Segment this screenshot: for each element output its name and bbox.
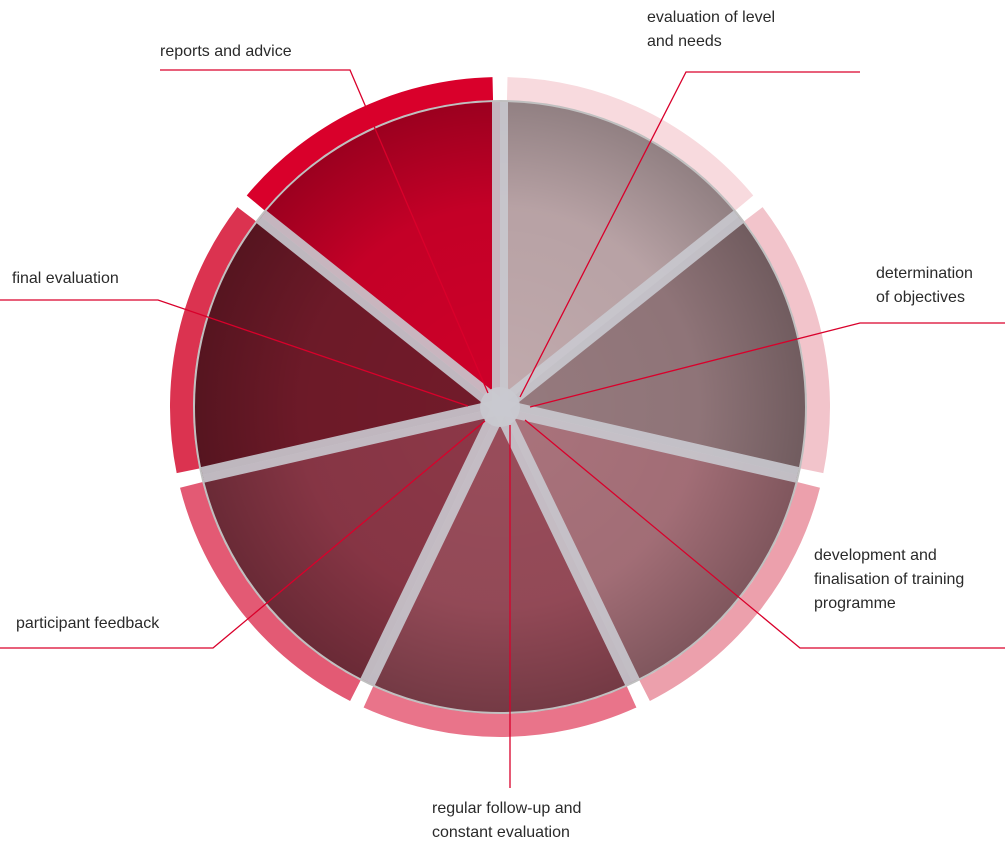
leader-line-final [0, 299, 469, 407]
spoke-final [200, 399, 502, 483]
leader-line-feedback [0, 420, 486, 649]
spoke-reports [256, 210, 505, 414]
leader-line-objectives [529, 322, 1005, 408]
spoke-objectives [495, 210, 744, 414]
ring-segment-reports [246, 77, 494, 211]
ring-segment-feedback [180, 482, 361, 701]
label-determination-of-objectives: determination of objectives [876, 265, 973, 306]
ring-segment-evaluation [506, 77, 754, 211]
label-participant-feedback: participant feedback [16, 615, 160, 632]
label-reports-and-advice: reports and advice [160, 43, 292, 60]
spoke-feedback [360, 403, 508, 686]
ring-segment-final [169, 207, 256, 474]
spoke-follow-up [492, 403, 640, 686]
spoke-development [498, 399, 800, 483]
ring-segment-follow-up [363, 686, 637, 737]
leader-line-development [524, 419, 1005, 649]
label-regular-follow-up: regular follow-up and constant evaluatio… [432, 800, 582, 841]
label-development-training-programme: development and finalisation of training… [814, 547, 965, 612]
ring-segment-objectives [744, 207, 830, 474]
outer-ring [169, 77, 830, 737]
leader-line-reports [160, 69, 489, 394]
spokes [200, 102, 800, 686]
leader-line-evaluation [519, 71, 860, 398]
hub [480, 387, 520, 427]
label-final-evaluation: final evaluation [12, 270, 119, 287]
leader-lines [0, 69, 1005, 788]
ring-segment-development [639, 482, 820, 701]
label-evaluation-of-level: evaluation of level and needs [647, 9, 776, 50]
